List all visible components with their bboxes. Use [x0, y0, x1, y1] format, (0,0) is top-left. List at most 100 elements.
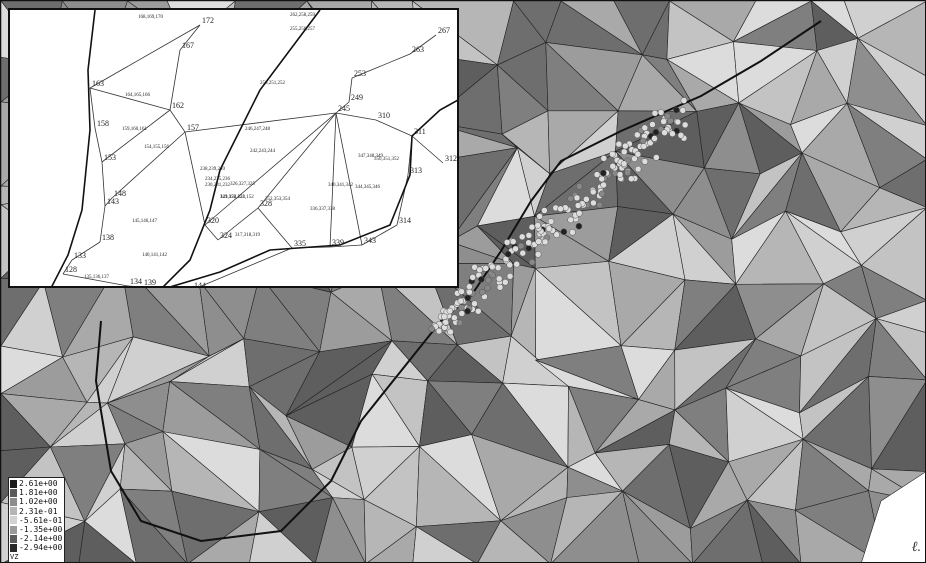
particle: [560, 228, 568, 236]
particle: [451, 314, 458, 322]
node-detail-label: 255,256,257: [290, 27, 316, 32]
particle: [589, 188, 597, 196]
particle: [651, 135, 658, 142]
particle: [674, 118, 682, 126]
network-edge: [184, 112, 337, 133]
particle-cloud: [428, 97, 689, 336]
particle: [435, 327, 443, 335]
node-label: 343: [364, 236, 376, 245]
network-edges: [62, 24, 444, 286]
network-edge: [409, 34, 437, 55]
network-edge: [257, 207, 293, 249]
legend-row: -2.94e+00: [10, 543, 62, 552]
node-detail-label: 242,243,244: [250, 149, 276, 154]
node-detail-label: 347,348,349: [358, 154, 384, 159]
particle: [639, 137, 647, 145]
node-detail-label: 149,150,151,152: [220, 195, 254, 200]
particle: [547, 218, 555, 225]
node-detail-label: 250,251,252: [260, 81, 286, 86]
node-label: 162: [172, 101, 184, 110]
node-label: 263: [412, 45, 424, 54]
node-detail-label: 350,351,352: [374, 157, 400, 162]
network-edge: [329, 112, 337, 248]
mesh-face: [78, 520, 135, 562]
node-label: 320: [207, 216, 219, 225]
mesh-face: [249, 511, 314, 562]
legend-row: -5.61e-01: [10, 516, 62, 525]
particle: [482, 265, 489, 272]
network-edge: [169, 109, 186, 133]
network-edge: [89, 87, 96, 129]
network-edge: [94, 127, 103, 163]
node-detail-label: 246,247,248: [245, 127, 271, 132]
particle: [447, 328, 454, 336]
node-label: 267: [438, 26, 450, 35]
legend-row: 1.02e+00: [10, 497, 62, 506]
network-edge: [169, 49, 181, 111]
particle: [569, 229, 576, 236]
particle: [458, 310, 466, 317]
network-edge: [89, 87, 171, 111]
particle: [576, 183, 583, 190]
node-detail-label: 140,141,142: [142, 253, 168, 258]
particle: [567, 195, 574, 202]
legend-swatch: [10, 534, 17, 543]
particle: [457, 297, 465, 305]
node-detail-label: 164,165,166: [125, 93, 151, 98]
node-label: 153: [104, 153, 116, 162]
legend-row: -1.35e+00: [10, 525, 62, 534]
particle: [600, 155, 608, 162]
legend-value: 2.61e+00: [19, 479, 58, 489]
node-label: 312: [445, 154, 457, 163]
particle: [649, 121, 656, 128]
node-label: 324: [220, 231, 232, 240]
node-detail-label: 234,235,236: [205, 177, 231, 182]
mesh-face: [746, 500, 800, 562]
particle: [545, 225, 553, 232]
legend-value: -2.14e+00: [19, 534, 63, 544]
node-detail-label: 321,322,323: [220, 195, 246, 200]
particle: [495, 275, 503, 283]
particle: [657, 109, 665, 116]
particle: [471, 300, 478, 307]
particle: [541, 207, 548, 214]
particle: [620, 160, 628, 167]
particle: [596, 201, 603, 209]
particle: [609, 163, 617, 170]
particle: [494, 264, 502, 271]
particle: [553, 231, 560, 238]
particle: [476, 266, 483, 274]
node-label: 167: [182, 41, 194, 50]
particle: [502, 278, 509, 286]
node-detail-label: 262,258,259: [290, 13, 316, 18]
network-edge: [335, 101, 350, 114]
legend-swatch: [10, 497, 17, 506]
river-polyline: [94, 20, 822, 543]
node-label: 172: [202, 16, 214, 25]
legend-swatch: [10, 543, 17, 552]
legend-value: 2.31e-01: [19, 506, 58, 516]
network-edge: [411, 135, 444, 164]
network-edge: [71, 241, 101, 261]
particle: [590, 199, 597, 207]
particle: [466, 283, 473, 290]
mesh-face: [412, 526, 475, 562]
particle: [680, 97, 688, 104]
node-detail-label: 159,160,161: [122, 127, 148, 132]
legend-row: 1.81e+00: [10, 488, 62, 497]
particle: [615, 140, 623, 148]
particle: [634, 131, 641, 139]
node-label: 314: [399, 216, 411, 225]
particle: [466, 288, 473, 296]
particle: [535, 238, 542, 245]
particle: [598, 190, 606, 198]
background-gap: [861, 471, 925, 562]
particle: [512, 245, 519, 253]
network-edge: [89, 24, 201, 89]
particle: [489, 271, 496, 279]
particle: [576, 210, 583, 217]
legend-value: -5.61e-01: [19, 515, 63, 525]
legend-swatch: [10, 516, 17, 525]
